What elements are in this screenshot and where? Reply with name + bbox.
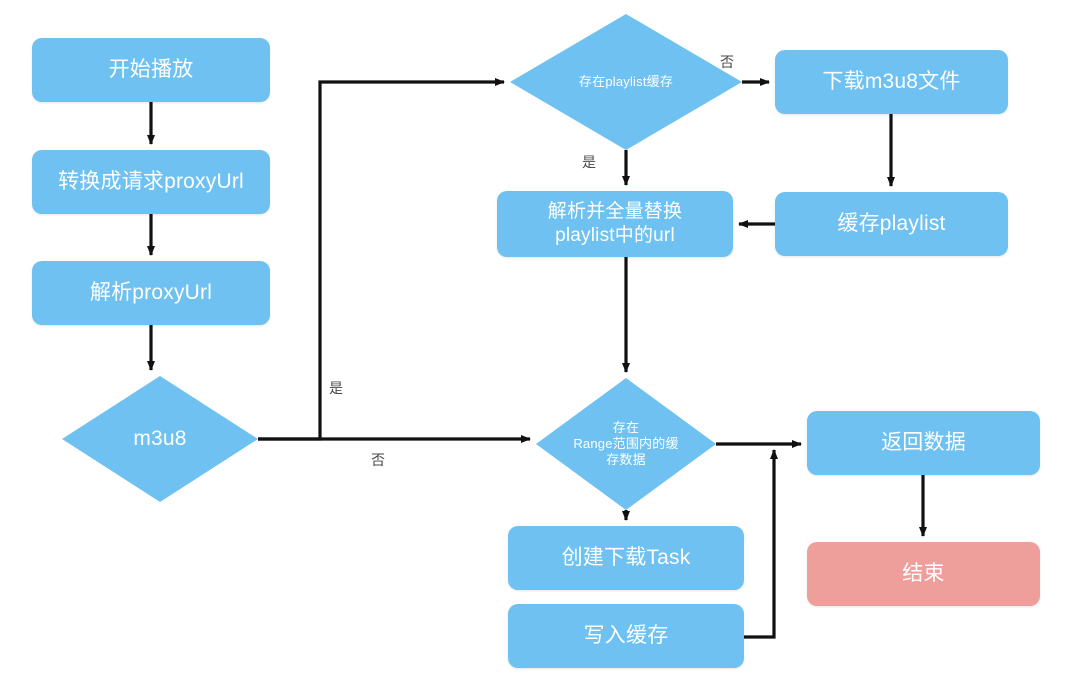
node-playlist-cached-decision-label: 存在playlist缓存 [578,73,674,89]
node-download-m3u8[interactable]: 下载m3u8文件 [775,50,1008,114]
node-end-label: 结束 [902,561,945,585]
node-playlist-cached-decision[interactable]: 存在playlist缓存 [510,14,742,150]
node-start-label: 开始播放 [108,57,194,81]
node-start[interactable]: 开始播放 [32,38,270,102]
edge-label-m3u8-no: 否 [371,452,385,468]
node-end[interactable]: 结束 [807,542,1040,606]
node-convert-proxyurl[interactable]: 转换成请求proxyUrl [32,150,270,214]
edge-m3u8-yes-to-playlist [258,78,505,441]
node-write-cache[interactable]: 写入缓存 [508,604,744,668]
node-range-cached-decision-label: 存在 Range范围内的缓 存数据 [573,419,679,468]
node-return-data-label: 返回数据 [881,430,966,454]
node-download-m3u8-label: 下载m3u8文件 [822,69,961,93]
node-m3u8-decision-label: m3u8 [133,426,187,450]
node-convert-proxyurl-label: 转换成请求proxyUrl [58,169,244,193]
node-range-cached-decision[interactable]: 存在 Range范围内的缓 存数据 [536,378,716,510]
node-create-download-task-label: 创建下载Task [561,545,691,569]
node-create-download-task[interactable]: 创建下载Task [508,526,744,590]
node-replace-urls[interactable]: 解析并全量替换 playlist中的url [497,191,733,257]
node-cache-playlist-label: 缓存playlist [837,211,946,235]
node-write-cache-label: 写入缓存 [583,623,669,647]
node-m3u8-decision[interactable]: m3u8 [62,376,258,502]
node-replace-urls-label: 解析并全量替换 playlist中的url [547,201,683,246]
edge-label-playlist-no: 否 [720,54,734,70]
node-parse-proxyurl[interactable]: 解析proxyUrl [32,261,270,325]
node-parse-proxyurl-label: 解析proxyUrl [89,280,213,304]
node-cache-playlist[interactable]: 缓存playlist [775,192,1008,256]
edge-label-playlist-yes: 是 [582,154,596,170]
edge-label-m3u8-yes: 是 [329,380,343,396]
edge-write-cache-to-return [744,449,778,639]
node-return-data[interactable]: 返回数据 [807,411,1040,475]
